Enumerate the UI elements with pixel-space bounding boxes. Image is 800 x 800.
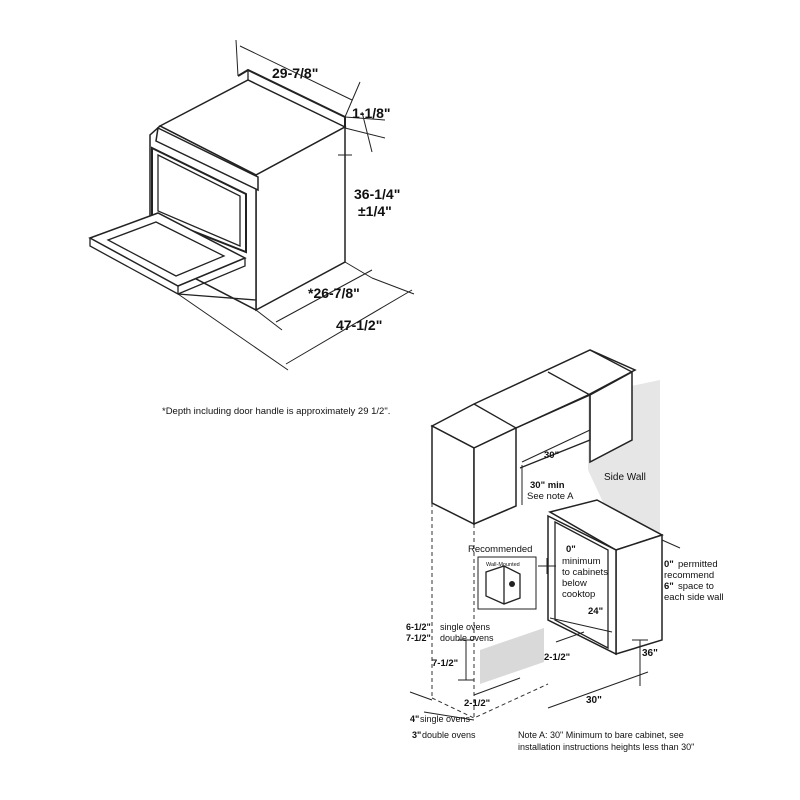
- trim-dim-lines: [344, 111, 386, 153]
- installation-drawing: Side Wall 30" 30" min See note A Recomme…: [409, 349, 681, 721]
- side-space: space to: [678, 581, 714, 592]
- door-edge: [177, 258, 246, 295]
- note-a-line-1: Note A: 30" Minimum to bare cabinet, see: [518, 730, 684, 740]
- double-gap-label: 7-1/2": [406, 633, 431, 643]
- zero-text-4: cooktop: [562, 589, 595, 600]
- double-offset-text: double ovens: [422, 730, 476, 740]
- hood-width-label: 30": [544, 450, 559, 461]
- height-label: 36-1/4": [354, 186, 400, 202]
- bracket-height-label: 7-1/2": [432, 658, 458, 669]
- cabinet-door: [554, 520, 609, 650]
- depth-label: *26-7/8": [308, 285, 360, 301]
- single-gap-text: single ovens: [440, 622, 491, 632]
- bracket-icon: [485, 565, 521, 605]
- counter-height-dim: [632, 639, 648, 686]
- width-label: 29-7/8": [272, 65, 318, 81]
- trim-label: 1-1/8": [352, 105, 391, 121]
- depth-dim-lines: [255, 261, 373, 331]
- side-each: each side wall: [664, 592, 724, 603]
- side-six-label: 6": [664, 581, 674, 592]
- zero-clearance-dim: [538, 558, 556, 574]
- open-depth-label: 47-1/2": [336, 317, 382, 333]
- oven-cavity: [151, 146, 247, 254]
- upper-cabinet-left-side: [473, 426, 517, 526]
- upper-cabinet-seams: [473, 349, 633, 429]
- height-dim-lines: [338, 154, 352, 262]
- drawer-line: [177, 293, 257, 301]
- bracket-zone: [480, 628, 544, 684]
- cabinet-front: [547, 514, 617, 656]
- single-offset-text: single ovens: [420, 714, 471, 724]
- note-a-line-2: installation instructions heights less t…: [518, 742, 694, 752]
- counter-depth-dim: [549, 617, 613, 633]
- counter-depth-label: 24": [588, 606, 603, 617]
- hood-width-dim: [521, 429, 591, 463]
- range-drawing: 29-7/8" 1-1/8" 36-1/4" ±1/4" *26-7/8" 47…: [88, 39, 415, 371]
- hood-underside: [515, 393, 591, 469]
- zero-text-3: below: [562, 578, 587, 589]
- zero-text-2: to cabinets: [562, 567, 608, 578]
- footprint-dashes: [431, 503, 549, 719]
- double-offset-label: 3": [412, 730, 421, 740]
- door-window: [106, 221, 226, 277]
- oven-cavity-inner: [157, 153, 241, 247]
- height-tolerance: ±1/4": [358, 203, 392, 219]
- cutout-width-dim: [547, 671, 649, 709]
- clearance-label: 30" min: [530, 480, 565, 491]
- side-wall-label: Side Wall: [604, 472, 646, 483]
- door-thickness: [89, 238, 179, 296]
- bracket-side-dim: [555, 631, 585, 643]
- bracket-side-label: 2-1/2": [544, 652, 570, 663]
- recommended-label: Recommended: [468, 544, 532, 555]
- clearance-note: See note A: [527, 491, 574, 502]
- double-gap-text: double ovens: [440, 633, 494, 643]
- backguard: [237, 68, 346, 128]
- bracket-width-label: 2-1/2": [464, 698, 490, 709]
- depth-footnote: *Depth including door handle is approxim…: [162, 406, 390, 417]
- zero-text-1: minimum: [562, 556, 601, 567]
- side-clearance-dim: [661, 539, 681, 549]
- zero-label: 0": [566, 544, 576, 555]
- screw-icon: [509, 581, 515, 587]
- control-panel: [155, 126, 259, 192]
- wall-mounted-label: Wall-Mounted: [486, 562, 520, 568]
- cabinet-side: [615, 533, 663, 656]
- side-zero-label: 0": [664, 559, 674, 570]
- bracket-width-dim: [473, 677, 521, 696]
- counter-height-label: 36": [642, 648, 658, 659]
- single-offset-label: 4": [410, 714, 419, 724]
- side-permitted: permitted: [678, 559, 718, 570]
- recommended-inset: [477, 556, 537, 610]
- side-recommend: recommend: [664, 570, 714, 581]
- single-gap-label: 6-1/2": [406, 622, 431, 632]
- cutout-width-label: 30": [586, 695, 602, 706]
- offset-dim: [409, 691, 475, 721]
- open-depth-dim-lines: [177, 277, 415, 371]
- bracket-height-dim: [458, 639, 474, 681]
- width-dim-lines: [235, 39, 361, 118]
